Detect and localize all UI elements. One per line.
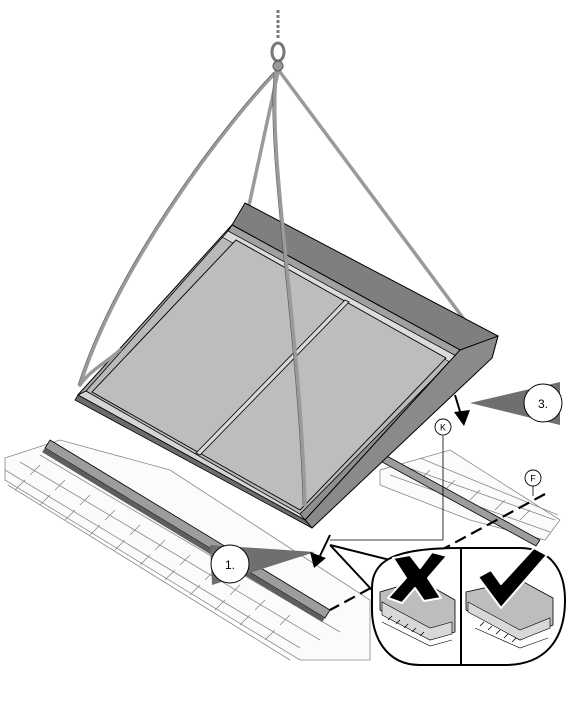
step-1-callout: 1. (210, 544, 315, 585)
label-k-marker: K (330, 418, 452, 541)
step-3-callout: 3. (470, 382, 563, 425)
alignment-guide-line (329, 493, 546, 611)
step-1-arrow-icon (310, 534, 331, 568)
right-detail (465, 579, 554, 649)
rope-outlines (77, 71, 304, 506)
cross-mark-icon (387, 551, 448, 604)
lifting-ropes-front (78, 70, 307, 507)
step-1-label: 1. (225, 558, 235, 572)
crane-hook (270, 10, 286, 72)
roof-tiles (4, 439, 561, 661)
label-f: F (530, 474, 536, 484)
check-mark-icon (477, 547, 548, 609)
label-k: K (440, 423, 446, 433)
step-3-arrow-icon (454, 394, 470, 426)
label-f-marker: F (524, 469, 542, 496)
solar-collector (74, 202, 499, 529)
step-3-label: 3. (538, 397, 548, 411)
